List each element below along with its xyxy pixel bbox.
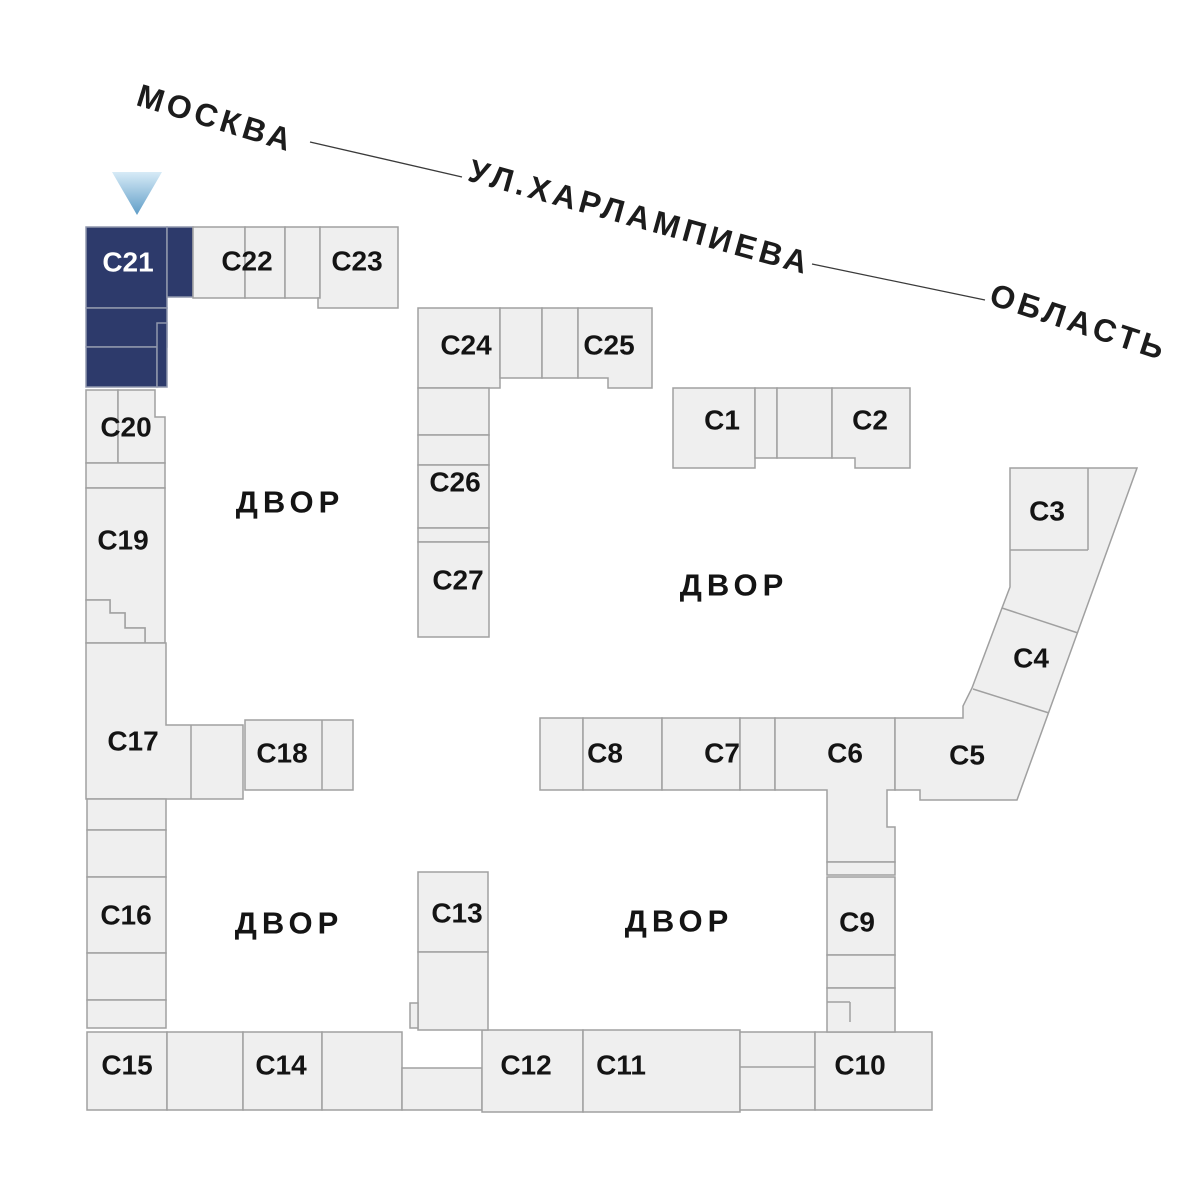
- building-segment: [417, 434, 490, 466]
- building-segment: [417, 527, 490, 543]
- building-c2[interactable]: [831, 387, 911, 469]
- building-segment: [826, 987, 896, 1033]
- building-c15[interactable]: [86, 1031, 168, 1111]
- building-c1[interactable]: [672, 387, 756, 469]
- building-segment: [284, 226, 321, 299]
- courtyard-label: ДВОР: [236, 485, 345, 520]
- building-c14[interactable]: [242, 1031, 323, 1111]
- building-c21[interactable]: [85, 226, 194, 388]
- building-c12[interactable]: [481, 1029, 584, 1113]
- building-divider: [972, 468, 1089, 714]
- building-c21-segment[interactable]: [156, 322, 168, 388]
- courtyard-label: ДВОР: [235, 906, 344, 941]
- building-c26[interactable]: [417, 464, 490, 529]
- building-divider: [827, 1001, 851, 1022]
- building-label-c6: С6: [827, 738, 863, 769]
- courtyard-label: ДВОР: [680, 568, 789, 603]
- building-label-c27: С27: [432, 565, 483, 596]
- building-label-c12: С12: [500, 1050, 551, 1081]
- building-label-c21: С21: [102, 247, 153, 278]
- building-segment: [754, 387, 778, 459]
- building-segment: [86, 999, 167, 1029]
- building-label-c26: С26: [429, 467, 480, 498]
- building-segment: [86, 952, 167, 1001]
- building-segment: [539, 717, 584, 791]
- building-segment: [739, 717, 776, 791]
- building-label-c16: С16: [100, 900, 151, 931]
- building-segment: [826, 861, 896, 876]
- building-label-c9: С9: [839, 907, 875, 938]
- building-c23[interactable]: [317, 226, 399, 309]
- building-c21-annex[interactable]: [166, 226, 194, 298]
- building-segment: [86, 798, 167, 831]
- building-segment: [499, 307, 543, 379]
- building-label-c3: С3: [1029, 496, 1065, 527]
- building-label-c25: С25: [583, 330, 634, 361]
- building-label-c13: С13: [431, 898, 482, 929]
- building-c25[interactable]: [577, 307, 653, 389]
- building-label-c18: С18: [256, 738, 307, 769]
- building-c7[interactable]: [661, 717, 741, 791]
- building-label-c19: С19: [97, 525, 148, 556]
- street-from-label: МОСКВА: [133, 77, 299, 159]
- building-label-c4: С4: [1013, 643, 1049, 674]
- building-label-c8: С8: [587, 738, 623, 769]
- building-c27[interactable]: [417, 541, 490, 638]
- building-label-c17: С17: [107, 726, 158, 757]
- building-c21-segment[interactable]: [85, 307, 168, 348]
- building-label-c5: С5: [949, 740, 985, 771]
- building-segment: [401, 1067, 483, 1111]
- building-label-c22: С22: [221, 246, 272, 277]
- street-name-label: УЛ.ХАРЛАМПИЕВА: [465, 152, 816, 281]
- building-c17[interactable]: [85, 642, 244, 800]
- building-segment: [166, 1031, 244, 1111]
- building-c21-main[interactable]: [85, 226, 168, 309]
- building-label-c23: С23: [331, 246, 382, 277]
- building-c13-segment: [417, 951, 489, 1031]
- building-segment: [541, 307, 579, 379]
- building-segment: [321, 1031, 403, 1111]
- building-label-c20: С20: [100, 412, 151, 443]
- street-line-left: [309, 141, 463, 178]
- building-label-c1: С1: [704, 405, 740, 436]
- building-segment: [776, 387, 833, 459]
- building-segment: [417, 387, 490, 436]
- courtyard-label: ДВОР: [625, 904, 734, 939]
- building-label-c24: С24: [440, 330, 492, 361]
- building-c10[interactable]: [814, 1031, 933, 1111]
- building-c18[interactable]: [244, 719, 354, 791]
- building-label-c10: С10: [834, 1050, 885, 1081]
- building-c9[interactable]: [826, 876, 896, 956]
- building-label-c7: С7: [704, 738, 740, 769]
- building-c11[interactable]: [582, 1029, 741, 1113]
- building-label-c14: С14: [255, 1050, 307, 1081]
- building-wing-c3-c4-c5[interactable]: [894, 467, 1139, 801]
- selected-building-marker-icon: [112, 172, 162, 215]
- building-c13-segment: [409, 1002, 419, 1029]
- building-segment: [826, 954, 896, 989]
- street-to-label: ОБЛАСТЬ: [986, 276, 1173, 367]
- building-c8[interactable]: [582, 717, 663, 791]
- street-line-right: [811, 263, 986, 301]
- building-label-c15: С15: [101, 1050, 152, 1081]
- building-label-c2: С2: [852, 405, 888, 436]
- building-segment: [86, 829, 167, 878]
- building-c13[interactable]: [417, 871, 489, 953]
- building-label-c11: С11: [596, 1050, 646, 1081]
- building-c16[interactable]: [86, 876, 167, 954]
- building-segment: [85, 462, 166, 489]
- building-c21-segment[interactable]: [85, 346, 158, 388]
- building-segment: [739, 1031, 816, 1111]
